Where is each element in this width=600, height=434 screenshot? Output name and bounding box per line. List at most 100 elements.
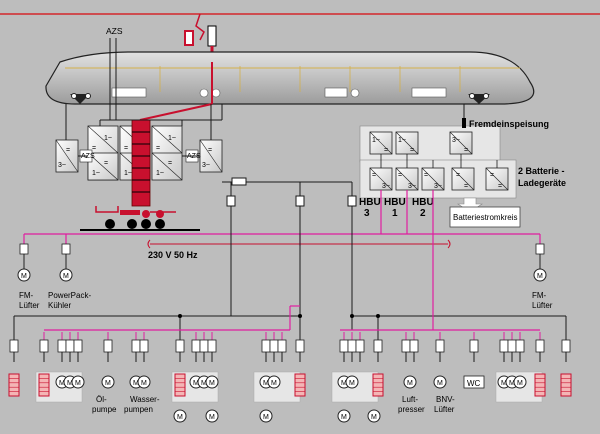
svg-text:=: = — [498, 183, 502, 190]
breaker — [373, 339, 383, 353]
breaker — [409, 339, 419, 353]
svg-text:3~: 3~ — [382, 183, 390, 190]
traction-bogie — [80, 206, 200, 231]
breaker — [261, 339, 271, 353]
svg-text:M: M — [537, 273, 543, 280]
breaker — [515, 339, 525, 353]
svg-text:=: = — [456, 172, 460, 179]
hbu-drop-lines — [380, 190, 434, 234]
luft-label-2: presser — [398, 405, 425, 414]
heater-resistor — [174, 373, 186, 397]
breaker — [401, 339, 411, 353]
svg-text:=: = — [66, 147, 70, 154]
fm-luefter-right-label-1: FM- — [532, 291, 547, 300]
wasser-label: Wasser- — [130, 395, 160, 404]
svg-text:=: = — [92, 145, 96, 152]
motor-label: M — [193, 380, 199, 387]
ac-230v-loop — [147, 239, 451, 249]
svg-text:=: = — [464, 147, 468, 154]
oel-label-1: Öl- — [96, 395, 107, 404]
breaker — [131, 339, 141, 353]
motor-label: M — [133, 380, 139, 387]
svg-text:=: = — [208, 147, 212, 154]
svg-text:3~: 3~ — [452, 137, 460, 144]
svg-text:=: = — [384, 147, 388, 154]
bogie-right — [468, 93, 490, 104]
motor-label: M — [271, 380, 277, 387]
wc-box — [463, 375, 485, 389]
batterie-label-2: Ladegeräte — [518, 178, 566, 188]
fm-luefter-left-label-2: Lüfter — [19, 301, 40, 310]
motor-symbol — [267, 375, 281, 389]
motor-label: M — [67, 380, 73, 387]
svg-text:=: = — [168, 160, 172, 167]
azs-cables — [109, 38, 117, 120]
svg-text:M: M — [63, 273, 69, 280]
motor-symbol — [345, 375, 359, 389]
motor-symbol — [71, 375, 85, 389]
fremdeinspeisung-marker — [462, 118, 466, 128]
svg-text:3~: 3~ — [408, 183, 416, 190]
motor-symbol — [367, 409, 381, 423]
motor-label: M — [59, 380, 65, 387]
hbu-panel: 1~= 1~= 3~= =3~ =3~ =3~ == == — [359, 125, 517, 213]
breaker — [65, 339, 75, 353]
breaker — [339, 339, 349, 353]
breaker — [469, 339, 479, 353]
body-light-2 — [211, 88, 221, 98]
body-vertical-lines — [159, 66, 461, 92]
breaker — [139, 339, 149, 353]
svg-text:=: = — [490, 172, 494, 179]
breaker — [103, 339, 113, 353]
motor-symbol — [173, 409, 187, 423]
breaker — [295, 339, 305, 353]
motor-label: M — [509, 380, 515, 387]
motor-label: M — [209, 380, 215, 387]
breaker — [347, 339, 357, 353]
motor-label: M — [263, 414, 269, 421]
breaker — [9, 339, 19, 353]
svg-text:3~: 3~ — [58, 162, 66, 169]
motor-label: M — [341, 380, 347, 387]
motor-label: M — [517, 380, 523, 387]
hbu3-number: 3 — [364, 208, 370, 219]
hbu2-label: HBU — [412, 197, 434, 208]
motor-label: M — [177, 414, 183, 421]
hbu3-label: HBU — [359, 197, 381, 208]
svg-text:=: = — [424, 172, 428, 179]
azs-label: AZS — [106, 26, 123, 36]
bogie-left — [70, 93, 91, 104]
heater-resistor — [560, 373, 572, 397]
fm-luefter-left-label-1: FM- — [19, 291, 34, 300]
heater-resistor — [294, 373, 306, 397]
ac-sub-bus — [44, 234, 540, 331]
breaker — [191, 339, 201, 353]
motor-symbol — [259, 409, 273, 423]
oel-label-2: pumpe — [92, 405, 117, 414]
powerpack-kuehler: M — [59, 243, 73, 282]
breaker — [435, 339, 445, 353]
svg-text:3~: 3~ — [202, 162, 210, 169]
breaker — [499, 339, 509, 353]
motor-label: M — [141, 380, 147, 387]
wc-label: WC — [467, 379, 481, 388]
motor-symbol — [205, 409, 219, 423]
svg-text:1~: 1~ — [372, 137, 380, 144]
fm-luefter-right-label-2: Lüfter — [532, 301, 553, 310]
motor-symbol — [513, 375, 527, 389]
svg-text:3~: 3~ — [434, 183, 442, 190]
heater-resistor — [372, 373, 384, 397]
motor-symbol — [433, 375, 447, 389]
motor-label: M — [75, 380, 81, 387]
motor-symbol — [137, 375, 151, 389]
heater-resistor — [8, 373, 20, 397]
breaker — [73, 339, 83, 353]
dc-bus — [222, 177, 357, 207]
body-light-3 — [350, 88, 360, 98]
hbu2-number: 2 — [420, 208, 426, 219]
breaker — [199, 339, 209, 353]
breaker — [507, 339, 517, 353]
powerpack-label-2: Kühler — [48, 301, 71, 310]
motor-symbol — [205, 375, 219, 389]
svg-text:1~: 1~ — [104, 135, 112, 142]
